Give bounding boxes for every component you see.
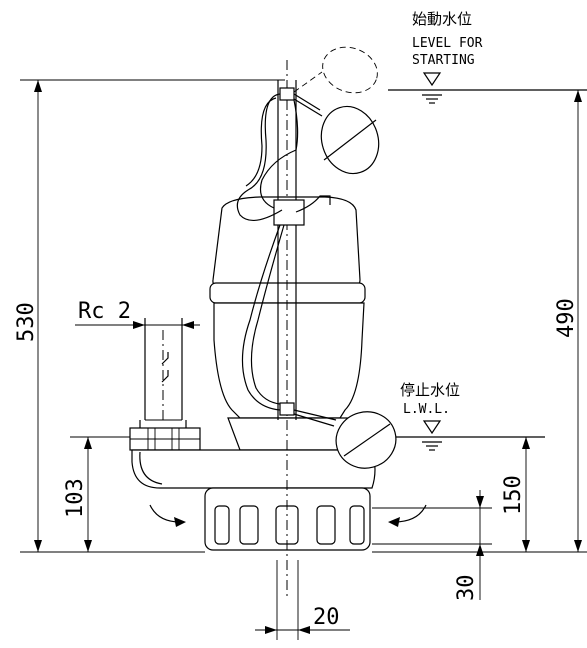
dim-cable-width	[255, 560, 350, 640]
dim-stop-level-height-value: 150	[501, 475, 526, 515]
strainer-base	[204, 487, 371, 551]
connection-label: Rc 2	[78, 299, 131, 324]
dim-start-level-height-value: 490	[554, 298, 579, 338]
discharge-pipe	[75, 318, 200, 421]
dim-overall-height	[20, 79, 285, 553]
stop-level-jp-label: 停止水位	[400, 381, 460, 399]
rotation-arrow-right	[388, 504, 427, 527]
dim-discharge-height-value: 103	[63, 478, 88, 518]
start-water-level-symbol	[388, 72, 587, 104]
dim-cable-width-value: 20	[313, 605, 340, 630]
stop-level-en-label: L.W.L.	[403, 402, 450, 417]
start-level-en-label-2: STARTING	[412, 53, 475, 68]
motor-housing	[209, 196, 366, 451]
stop-water-level-symbol	[395, 420, 545, 451]
start-level-en-label-1: LEVEL FOR	[412, 36, 483, 51]
volute	[131, 449, 376, 489]
dim-discharge-height	[70, 436, 135, 552]
discharge-flange	[129, 420, 201, 451]
rotation-arrow-left	[149, 504, 186, 527]
upper-float	[293, 46, 380, 175]
float-cable	[236, 93, 331, 411]
dim-base-height	[372, 490, 492, 600]
start-level-jp-label: 始動水位	[412, 10, 472, 28]
dim-base-height-value: 30	[454, 575, 479, 602]
lower-float	[293, 409, 397, 469]
float-guide-rod	[273, 60, 305, 600]
dim-stop-level-height	[522, 437, 530, 552]
dim-overall-height-value: 530	[14, 302, 39, 342]
